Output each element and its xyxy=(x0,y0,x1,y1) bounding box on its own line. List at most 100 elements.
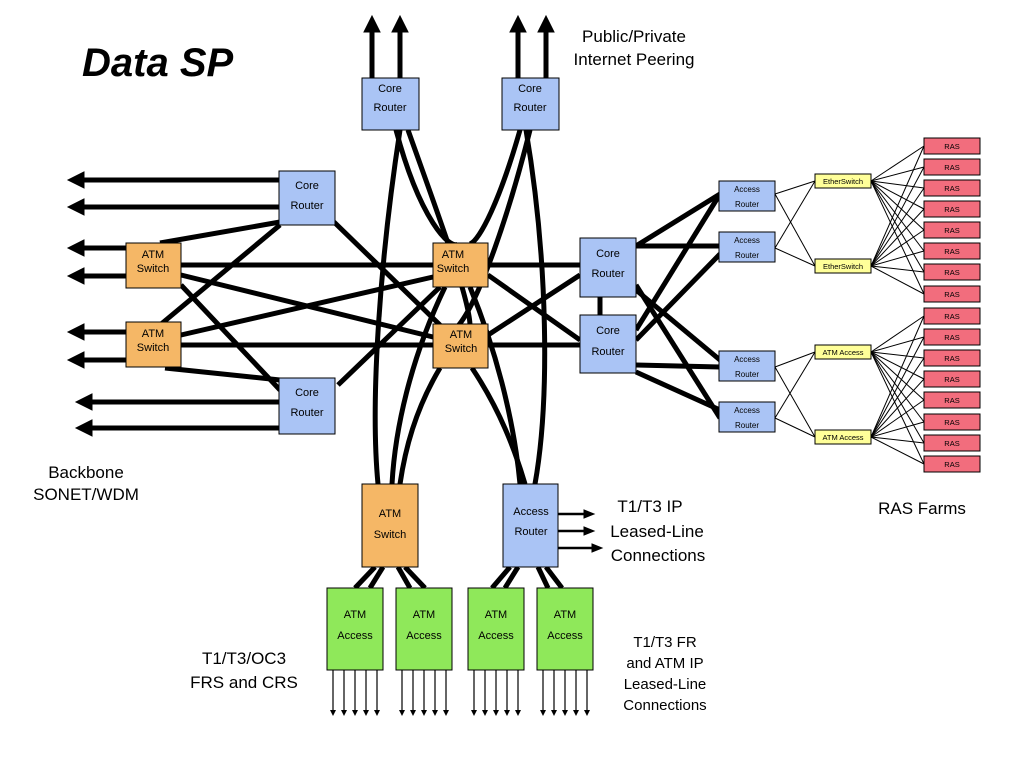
svg-text:Access: Access xyxy=(734,406,760,415)
down-arrow-head xyxy=(443,710,449,716)
thick-links xyxy=(158,129,723,590)
ras-box[interactable]: RAS xyxy=(923,285,981,303)
ras-label: RAS xyxy=(944,312,959,321)
ras-box[interactable]: RAS xyxy=(923,391,981,409)
access-router-bottom[interactable]: Access Router xyxy=(502,483,559,568)
atm-switch-center-bottom[interactable]: ATM Switch xyxy=(432,323,489,369)
svg-text:Access: Access xyxy=(513,506,549,518)
down-arrow-head xyxy=(352,710,358,716)
svg-text:Router: Router xyxy=(735,251,759,260)
etherswitch-1[interactable]: EtherSwitch xyxy=(814,173,872,189)
access-router-right-1[interactable]: Access Router xyxy=(718,180,776,212)
ras-label: RAS xyxy=(944,205,959,214)
leased-label-3: Connections xyxy=(611,546,706,565)
down-arrow-head xyxy=(493,710,499,716)
svg-text:Core: Core xyxy=(596,248,620,260)
ras-box[interactable]: RAS xyxy=(923,221,981,239)
svg-text:ATM Access: ATM Access xyxy=(822,348,863,357)
ras-label: RAS xyxy=(944,290,959,299)
ras-box[interactable]: RAS xyxy=(923,307,981,325)
access-router-right-2[interactable]: Access Router xyxy=(718,231,776,263)
core-router-right-bottom[interactable]: Core Router xyxy=(579,314,637,374)
atm-access-1[interactable]: ATM Access xyxy=(326,587,384,671)
svg-text:Router: Router xyxy=(735,421,759,430)
svg-text:Router: Router xyxy=(290,407,323,419)
down-arrow-head xyxy=(584,710,590,716)
down-arrow-head xyxy=(432,710,438,716)
svg-text:ATM: ATM xyxy=(554,609,576,621)
core-router-top-2[interactable]: Core Router xyxy=(501,77,560,131)
ras-label: RAS xyxy=(944,333,959,342)
ras-box[interactable]: RAS xyxy=(923,349,981,367)
ras-box[interactable]: RAS xyxy=(923,158,981,176)
ras-box[interactable]: RAS xyxy=(923,434,981,452)
atm-access-3[interactable]: ATM Access xyxy=(467,587,525,671)
down-arrow-head xyxy=(399,710,405,716)
down-arrow-head xyxy=(410,710,416,716)
atm-access-4[interactable]: ATM Access xyxy=(536,587,594,671)
atm-access-small-1[interactable]: ATM Access xyxy=(814,344,872,360)
down-arrow-head xyxy=(540,710,546,716)
atm-switch-left-top[interactable]: ATM Switch xyxy=(125,242,182,289)
atm-switch-left-bottom[interactable]: ATM Switch xyxy=(125,321,182,368)
ras-label: RAS xyxy=(944,184,959,193)
down-arrow-head xyxy=(341,710,347,716)
ras-box[interactable]: RAS xyxy=(923,413,981,431)
core-router-top-1[interactable]: Core Router xyxy=(361,77,420,131)
atm-access-2[interactable]: ATM Access xyxy=(395,587,453,671)
access-router-right-4[interactable]: Access Router xyxy=(718,401,776,433)
svg-text:Access: Access xyxy=(734,355,760,364)
svg-text:ATM: ATM xyxy=(442,249,464,261)
ras-box[interactable]: RAS xyxy=(923,370,981,388)
down-arrow-head xyxy=(504,710,510,716)
svg-text:ATM: ATM xyxy=(344,609,366,621)
svg-text:ATM: ATM xyxy=(485,609,507,621)
ras-box[interactable]: RAS xyxy=(923,137,981,155)
ras-label: RAS xyxy=(944,354,959,363)
svg-text:Access: Access xyxy=(547,630,583,642)
svg-text:ATM: ATM xyxy=(413,609,435,621)
leased-label-2: Leased-Line xyxy=(610,522,704,541)
core-router-right-top[interactable]: Core Router xyxy=(579,237,637,298)
ras-box[interactable]: RAS xyxy=(923,200,981,218)
svg-text:Switch: Switch xyxy=(445,343,477,355)
svg-text:Access: Access xyxy=(734,236,760,245)
atm-switch-center-top[interactable]: ATM Switch xyxy=(432,242,489,288)
down-arrow-head xyxy=(374,710,380,716)
ras-box[interactable]: RAS xyxy=(923,179,981,197)
svg-text:Router: Router xyxy=(735,370,759,379)
backbone-label-1: Backbone xyxy=(48,463,124,482)
svg-text:Access: Access xyxy=(337,630,373,642)
svg-text:ATM: ATM xyxy=(142,328,164,340)
atm-access-small-2[interactable]: ATM Access xyxy=(814,429,872,445)
ras-box[interactable]: RAS xyxy=(923,263,981,281)
arrows xyxy=(66,14,604,716)
fr-label-3: Leased-Line xyxy=(624,676,707,693)
svg-text:ATM Access: ATM Access xyxy=(822,433,863,442)
down-arrow-head xyxy=(421,710,427,716)
svg-text:ATM: ATM xyxy=(142,249,164,261)
atm-switch-bottom[interactable]: ATM Switch xyxy=(361,483,419,568)
svg-text:Switch: Switch xyxy=(137,263,169,275)
svg-text:ATM: ATM xyxy=(379,508,401,520)
core-router-left-bottom[interactable]: Core Router xyxy=(278,377,336,435)
ras-box[interactable]: RAS xyxy=(923,328,981,346)
ras-box[interactable]: RAS xyxy=(923,455,981,473)
svg-text:Access: Access xyxy=(734,185,760,194)
svg-text:Core: Core xyxy=(295,180,319,192)
core-router-left-top[interactable]: Core Router xyxy=(278,170,336,226)
thin-links xyxy=(774,145,925,465)
backbone-label-2: SONET/WDM xyxy=(33,485,139,504)
peering-label-2: Internet Peering xyxy=(574,50,695,69)
etherswitch-2[interactable]: EtherSwitch xyxy=(814,258,872,274)
peering-label-1: Public/Private xyxy=(582,27,686,46)
page-title: Data SP xyxy=(82,41,233,85)
down-arrow-head xyxy=(573,710,579,716)
ras-label: RAS xyxy=(944,226,959,235)
svg-text:Router: Router xyxy=(513,102,546,114)
ras-box[interactable]: RAS xyxy=(923,242,981,260)
svg-text:Core: Core xyxy=(295,387,319,399)
svg-text:ATM: ATM xyxy=(450,329,472,341)
down-arrow-head xyxy=(330,710,336,716)
access-router-right-3[interactable]: Access Router xyxy=(718,350,776,382)
